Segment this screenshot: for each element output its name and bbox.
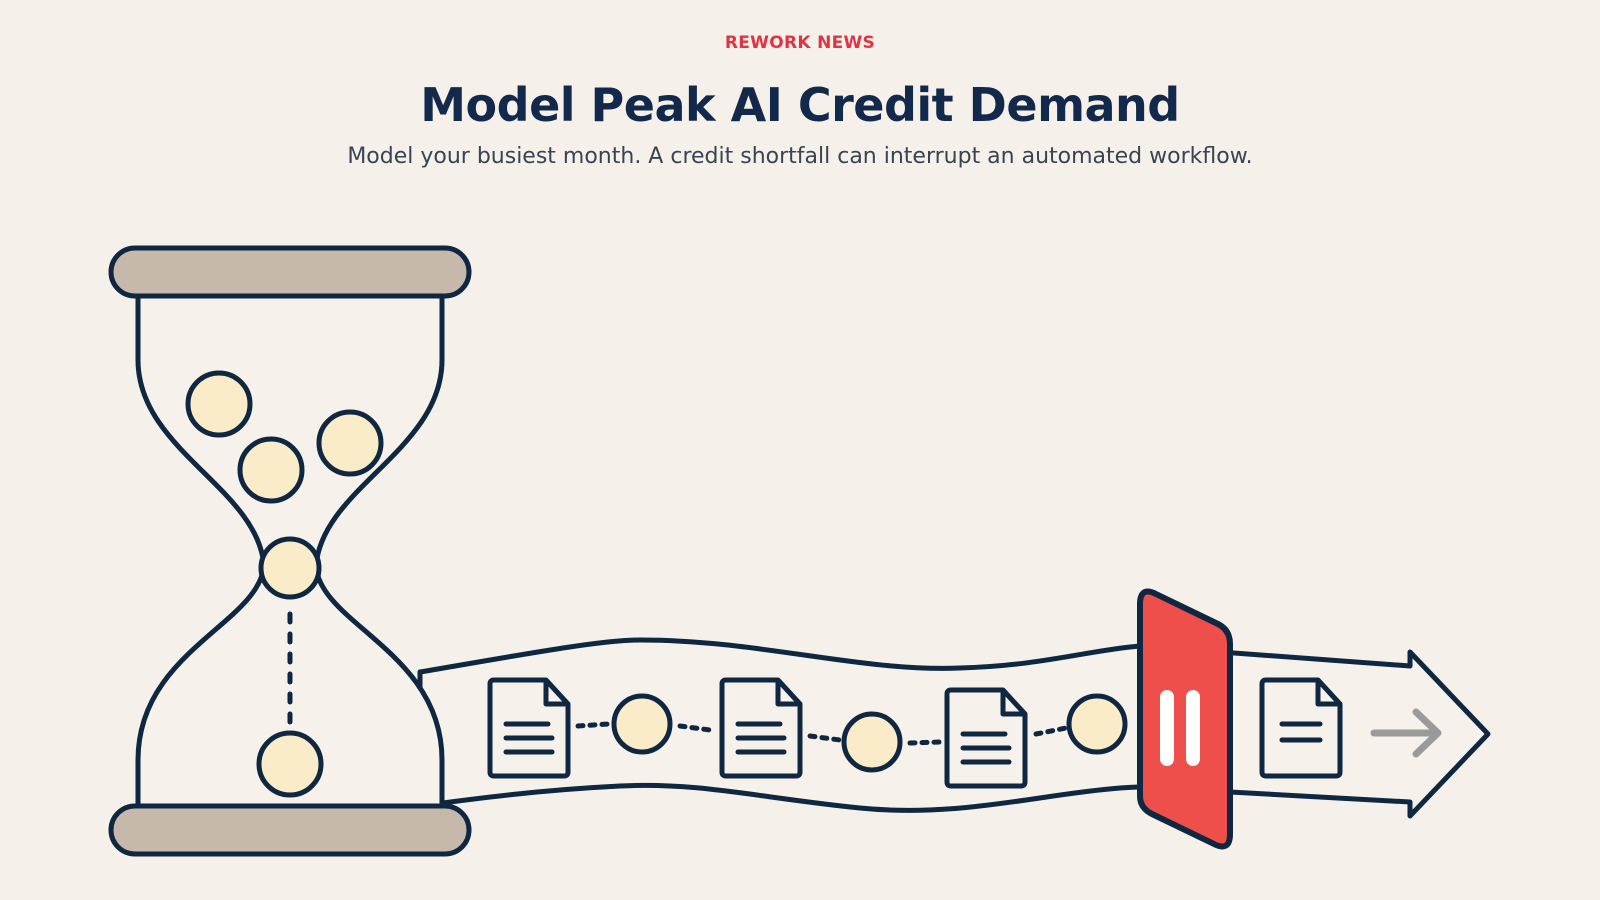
pause-bar-left (1160, 690, 1174, 766)
pause-bar-right (1186, 690, 1200, 766)
document-icon (719, 677, 803, 779)
document-icon (1259, 677, 1343, 779)
credit-coin-icon (258, 536, 322, 600)
hourglass-coins (185, 370, 384, 798)
page-subtitle: Model your busiest month. A credit short… (347, 144, 1253, 169)
workflow-coins (611, 693, 1128, 773)
credit-coin-icon (841, 711, 903, 773)
credit-coin-icon (256, 730, 324, 798)
kicker-label: REWORK NEWS (724, 33, 876, 53)
credit-coin-icon (1066, 693, 1128, 755)
credit-coin-icon (185, 370, 253, 438)
credit-coin-icon (611, 693, 673, 755)
hourglass-top-cap (108, 245, 472, 299)
document-icon (487, 677, 571, 779)
workflow-connectors (575, 721, 1069, 746)
workflow-documents (487, 677, 1343, 789)
credit-coin-icon (237, 436, 305, 504)
page-title: Model Peak AI Credit Demand (420, 78, 1180, 132)
pause-barrier-icon (1137, 588, 1233, 850)
arrow-right-icon (1370, 708, 1442, 758)
credit-coin-icon (316, 409, 384, 477)
hourglass-bottom-cap (108, 803, 472, 857)
document-icon (944, 687, 1028, 789)
